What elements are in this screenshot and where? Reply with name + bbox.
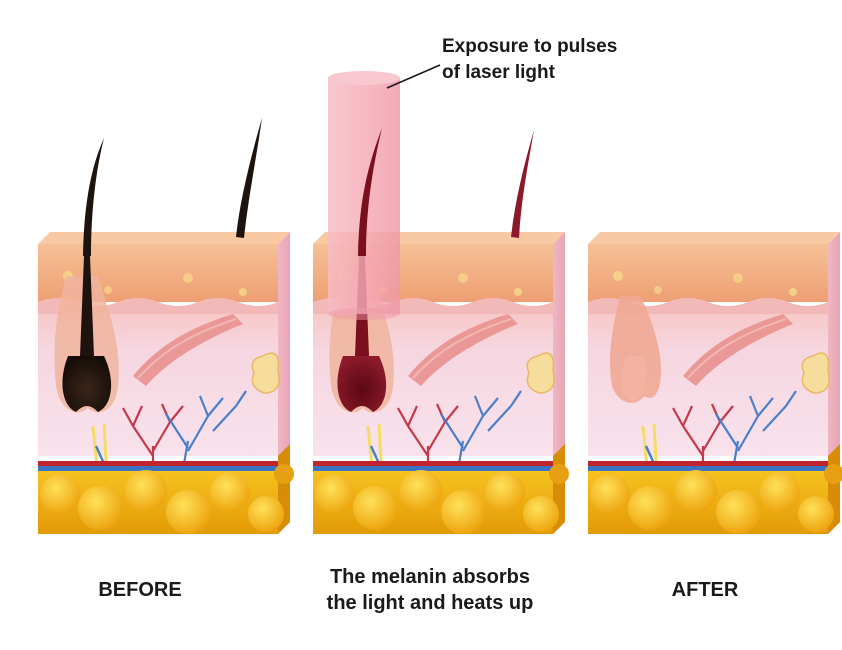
hair-during-right [511,130,534,238]
laser-annotation: Exposure to pulses of laser light [442,34,682,86]
hair-before-right [236,118,262,238]
skin-block-after [588,232,842,534]
caption-before: BEFORE [60,577,220,603]
skin-block-before [38,232,294,534]
laser-annotation-line1: Exposure to pulses [442,34,682,60]
caption-middle-line2: the light and heats up [295,590,565,616]
caption-after: AFTER [640,577,770,603]
caption-middle: The melanin absorbs the light and heats … [295,564,565,616]
caption-middle-line1: The melanin absorbs [295,564,565,590]
laser-annotation-line2: of laser light [442,60,682,86]
